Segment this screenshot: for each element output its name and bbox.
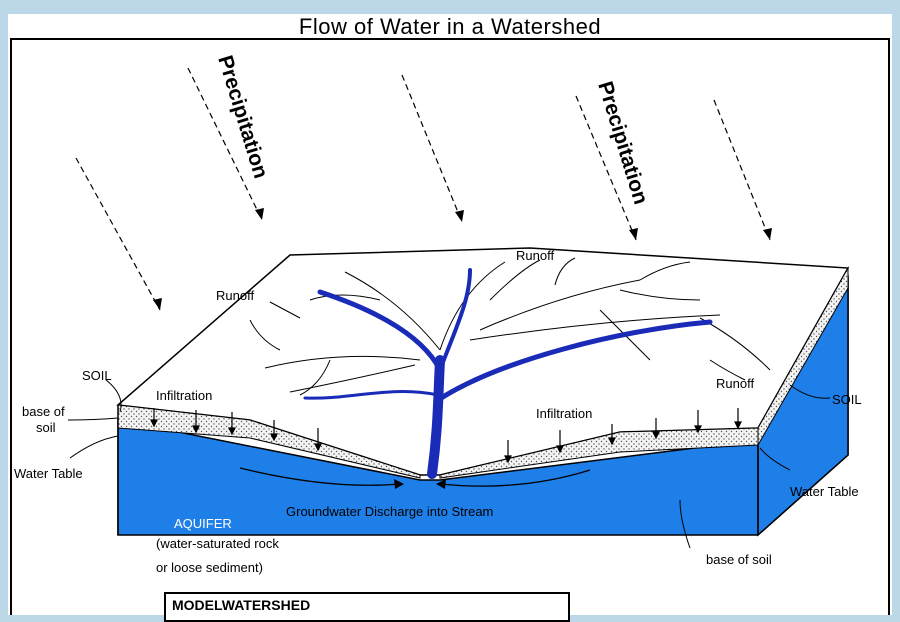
soil-label-left: SOIL	[82, 368, 112, 383]
rain-arrow-3	[402, 75, 462, 222]
aquifer-label: AQUIFER	[174, 516, 232, 531]
runoff-label-top: Runoff	[516, 248, 554, 263]
rain-arrow-5	[714, 100, 770, 240]
runoff-label-left: Runoff	[216, 288, 254, 303]
base-of-soil-label-left-2: soil	[36, 420, 56, 435]
aquifer-desc-1: (water-saturated rock	[156, 536, 279, 551]
precipitation-label-right: Precipitation	[593, 79, 652, 207]
model-watershed-box: MODELWATERSHED	[164, 592, 570, 622]
infiltration-label-right: Infiltration	[536, 406, 592, 421]
base-of-soil-label-left-1: base of	[22, 404, 65, 419]
infiltration-label-left: Infiltration	[156, 388, 212, 403]
aquifer-desc-2: or loose sediment)	[156, 560, 263, 575]
precipitation-label-left: Precipitation	[213, 53, 272, 181]
base-of-soil-label-right: base of soil	[706, 552, 772, 567]
runoff-label-right: Runoff	[716, 376, 754, 391]
groundwater-discharge-label: Groundwater Discharge into Stream	[286, 504, 493, 519]
water-table-label-right: Water Table	[790, 484, 859, 499]
model-watershed-label: MODELWATERSHED	[172, 597, 310, 613]
water-table-label-left: Water Table	[14, 466, 83, 481]
soil-label-right: SOIL	[832, 392, 862, 407]
rain-arrow-1	[76, 158, 160, 310]
